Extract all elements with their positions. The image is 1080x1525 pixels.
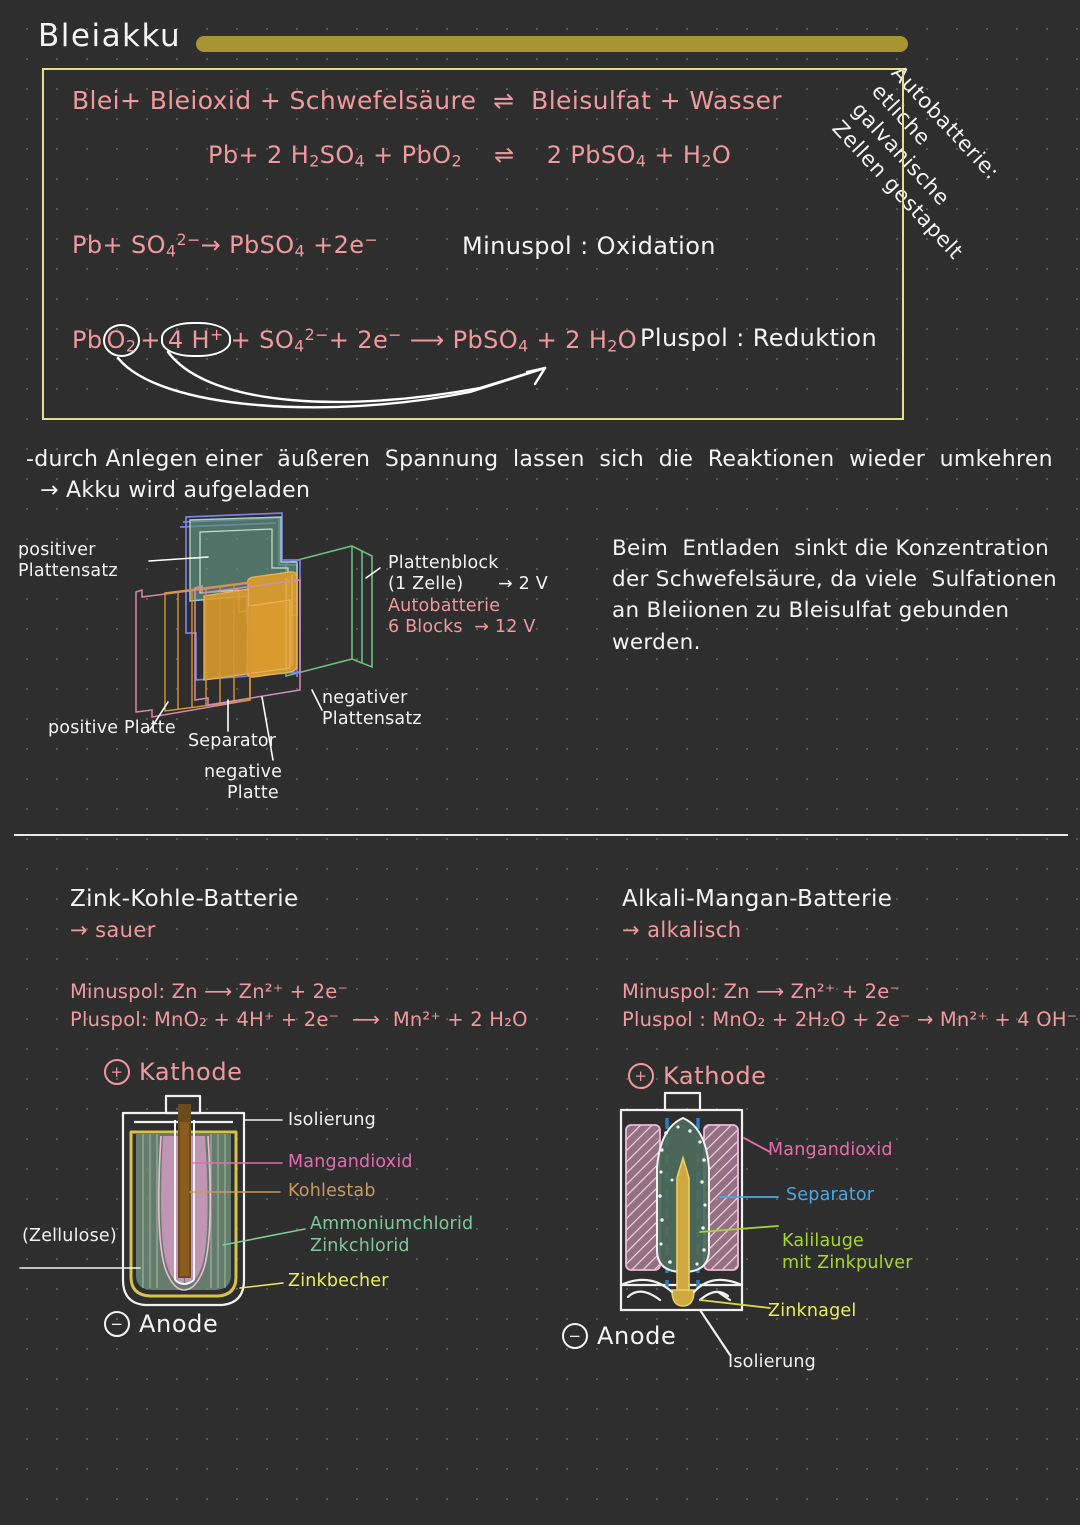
minuspol-equation: Pb+ SO42−→ PbSO4 +2e− <box>72 230 379 261</box>
label-plattenblock: Plattenblock (1 Zelle) → 2 V <box>388 553 548 595</box>
alkali-label-separator: Separator <box>786 1185 875 1205</box>
alkali-anode-label: Anode <box>597 1322 677 1350</box>
minus-sign-icon: − <box>562 1323 588 1349</box>
word-equation: Blei+ Bleioxid + Schwefelsäure ⇌ Bleisul… <box>72 86 782 115</box>
label-separator: Separator <box>188 731 277 751</box>
plus-sign-icon: + <box>104 1059 130 1085</box>
section-divider <box>14 834 1068 836</box>
zinc-carbon-label-zinkbecher: Zinkbecher <box>288 1271 389 1291</box>
label-positive-plate: positive Platte <box>48 718 176 738</box>
minus-sign-icon: − <box>104 1311 130 1337</box>
zinc-carbon-cathode-label: Kathode <box>139 1058 243 1086</box>
charging-note: -durch Anlegen einer äußeren Spannung la… <box>26 444 1053 506</box>
label-positive-plate-set: positiver Plattensatz <box>18 540 118 582</box>
zinc-carbon-label-mangandioxid: Mangandioxid <box>288 1152 413 1172</box>
title-highlight-bar <box>196 36 908 52</box>
zinc-carbon-subheading: → sauer <box>70 918 156 942</box>
label-negative-plate-set: negativer Plattensatz <box>322 688 422 730</box>
alkali-heading: Alkali-Mangan-Batterie <box>622 886 893 912</box>
alkali-label-zinknagel: Zinknagel <box>768 1301 857 1321</box>
pluspol-label: Pluspol : Reduktion <box>640 324 878 352</box>
alkali-label-mangandioxid: Mangandioxid <box>768 1140 893 1160</box>
charging-note-line2: → Akku wird aufgeladen <box>40 478 311 504</box>
equation-box <box>42 68 904 420</box>
charging-note-line1: -durch Anlegen einer äußeren Spannung la… <box>26 447 1053 472</box>
label-autobatterie: Autobatterie 6 Blocks → 12 V <box>388 596 536 638</box>
zinc-carbon-label-isolierung: Isolierung <box>288 1110 376 1130</box>
zinc-carbon-label-kohlestab: Kohlestab <box>288 1181 376 1201</box>
zinc-carbon-anode-label: Anode <box>139 1310 219 1338</box>
alkali-cathode: + Kathode <box>628 1062 767 1090</box>
alkali-plus-equation: Pluspol : MnO₂ + 2H₂O + 2e⁻ → Mn²⁺ + 4 O… <box>622 1008 1078 1031</box>
page-title: Bleiakku <box>38 18 182 54</box>
alkali-cathode-label: Kathode <box>663 1062 767 1090</box>
plus-sign-icon: + <box>628 1063 654 1089</box>
zinc-carbon-minus-equation: Minuspol: Zn ⟶ Zn²⁺ + 2e⁻ <box>70 980 348 1003</box>
minuspol-label: Minuspol : Oxidation <box>462 232 716 260</box>
alkali-label-kalilauge: Kalilauge mit Zinkpulver <box>782 1231 913 1273</box>
alkali-label-isolierung: Isolierung <box>728 1352 816 1372</box>
alkali-anode: − Anode <box>562 1322 676 1350</box>
overall-equation: Pb+ 2 H2SO4 + PbO2 ⇌ 2 PbSO4 + H2O <box>208 141 732 171</box>
zinc-carbon-cathode: + Kathode <box>104 1058 243 1086</box>
zinc-carbon-heading: Zink-Kohle-Batterie <box>70 886 299 912</box>
zinc-carbon-label-ammoniumchlorid: Ammoniumchlorid Zinkchlorid <box>310 1214 474 1256</box>
label-negative-plate: negative Platte <box>204 762 283 804</box>
zinc-carbon-label-zellulose: (Zellulose) <box>22 1226 117 1246</box>
discharge-note: Beim Entladen sinkt die Konzentration de… <box>612 536 1057 655</box>
zinc-carbon-plus-equation: Pluspol: MnO₂ + 4H⁺ + 2e⁻ ⟶ Mn²⁺ + 2 H₂O <box>70 1008 528 1031</box>
alkali-minus-equation: Minuspol: Zn ⟶ Zn²⁺ + 2e⁻ <box>622 980 900 1003</box>
alkali-subheading: → alkalisch <box>622 918 742 942</box>
zinc-carbon-anode: − Anode <box>104 1310 218 1338</box>
